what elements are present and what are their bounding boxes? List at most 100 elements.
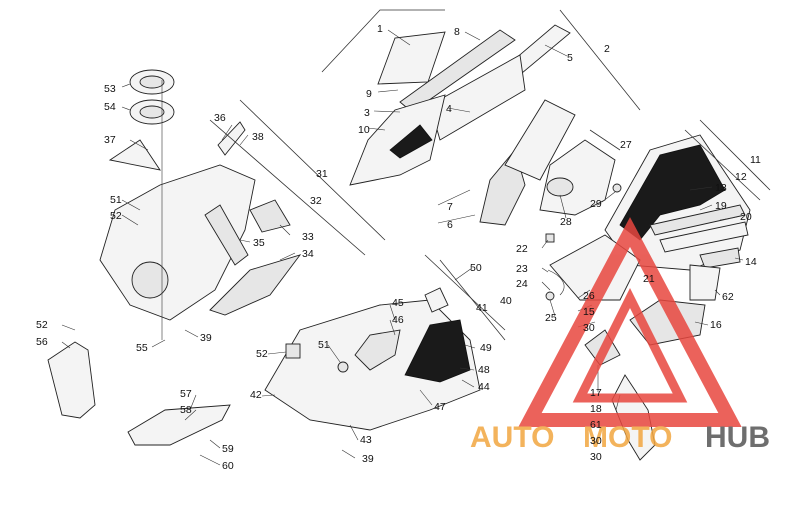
callout-22: 22 <box>516 243 528 255</box>
callout-42: 42 <box>250 389 262 401</box>
callout-52b: 52 <box>36 319 48 331</box>
callout-13: 13 <box>715 182 727 194</box>
callout-40: 40 <box>500 295 512 307</box>
watermark-moto: MOTO <box>583 421 672 454</box>
callout-32: 32 <box>310 195 322 207</box>
callout-35: 35 <box>253 237 265 249</box>
part-29 <box>612 183 622 193</box>
callout-44: 44 <box>478 381 490 393</box>
callout-41: 41 <box>476 302 488 314</box>
callout-34: 34 <box>302 248 314 260</box>
callout-25: 25 <box>545 312 557 324</box>
part-51b <box>337 361 349 373</box>
callout-28: 28 <box>560 216 572 228</box>
part-52b <box>285 343 301 359</box>
callout-49: 49 <box>480 342 492 354</box>
part-10 <box>349 94 446 186</box>
callout-37: 37 <box>104 134 116 146</box>
part-54-inner <box>139 105 165 119</box>
callout-30b: 30 <box>590 435 602 447</box>
callout-39b: 39 <box>362 453 374 465</box>
callout-16: 16 <box>710 319 722 331</box>
callout-33: 33 <box>302 231 314 243</box>
callout-38: 38 <box>252 131 264 143</box>
callout-48: 48 <box>478 364 490 376</box>
callout-58: 58 <box>180 404 192 416</box>
part-53-inner <box>139 75 165 89</box>
part-34 <box>209 254 302 316</box>
part-19 <box>649 204 746 236</box>
part-20 <box>659 221 749 253</box>
callout-30a: 30 <box>583 322 595 334</box>
callout-7: 7 <box>447 201 453 213</box>
callout-60: 60 <box>222 460 234 472</box>
part-9 <box>377 31 446 85</box>
callout-56: 56 <box>36 336 48 348</box>
callout-18: 18 <box>590 403 602 415</box>
part-56 <box>47 341 96 419</box>
callout-29: 29 <box>590 198 602 210</box>
part-45 <box>354 329 401 371</box>
callout-19: 19 <box>715 200 727 212</box>
callout-43: 43 <box>360 434 372 446</box>
callout-30c: 30 <box>590 451 602 463</box>
callout-4: 4 <box>446 103 452 115</box>
part-50 <box>424 287 449 313</box>
callout-20: 20 <box>740 211 752 223</box>
watermark-auto: AUTO <box>470 421 554 454</box>
callout-3: 3 <box>364 107 370 119</box>
part-31-hole <box>131 261 169 299</box>
callout-39a: 39 <box>200 332 212 344</box>
part-3 <box>389 124 433 159</box>
callout-11: 11 <box>750 154 761 166</box>
callout-23: 23 <box>516 263 528 275</box>
callout-54: 54 <box>104 101 116 113</box>
callout-10: 10 <box>358 124 370 136</box>
callout-27: 27 <box>620 139 632 151</box>
callout-59: 59 <box>222 443 234 455</box>
watermark-triangle-outer <box>518 217 742 427</box>
callout-8: 8 <box>454 26 460 38</box>
callout-1: 1 <box>377 23 383 35</box>
callout-labels: 1 8 5 2 9 3 4 10 7 6 27 28 29 11 12 13 1… <box>36 23 761 472</box>
callout-51a: 51 <box>110 194 122 206</box>
part-25 <box>545 291 555 301</box>
watermark: AUTO MOTO HUB <box>470 217 770 454</box>
watermark-triangle-inner <box>572 287 688 403</box>
callout-53: 53 <box>104 83 116 95</box>
callout-17: 17 <box>590 387 602 399</box>
callout-52a: 52 <box>110 210 122 222</box>
part-62 <box>689 264 721 301</box>
callout-15: 15 <box>583 306 595 318</box>
part-24 <box>547 269 565 296</box>
callout-21: 21 <box>643 273 655 285</box>
callout-55: 55 <box>136 342 148 354</box>
callout-2: 2 <box>604 43 610 55</box>
callout-45: 45 <box>392 297 404 309</box>
part-57 <box>127 404 231 446</box>
callout-46: 46 <box>392 314 404 326</box>
part-35 <box>204 204 249 266</box>
part-22 <box>545 233 555 243</box>
callout-57: 57 <box>180 388 192 400</box>
callout-6: 6 <box>447 219 453 231</box>
callout-50: 50 <box>470 262 482 274</box>
callout-51b: 51 <box>318 339 330 351</box>
callout-24: 24 <box>516 278 528 290</box>
watermark-hub: HUB <box>705 421 770 454</box>
callout-47: 47 <box>434 401 446 413</box>
part-13-graphic <box>619 144 726 241</box>
part-14 <box>699 247 741 269</box>
callout-12: 12 <box>735 171 747 183</box>
part-7 <box>504 99 576 181</box>
callout-9: 9 <box>366 88 372 100</box>
part-28 <box>546 177 574 197</box>
callout-26: 26 <box>583 290 595 302</box>
callout-36: 36 <box>214 112 226 124</box>
part-37 <box>108 139 161 171</box>
callout-5: 5 <box>567 52 573 64</box>
callout-61: 61 <box>590 419 602 431</box>
part-33 <box>249 199 291 233</box>
callout-52c: 52 <box>256 348 268 360</box>
